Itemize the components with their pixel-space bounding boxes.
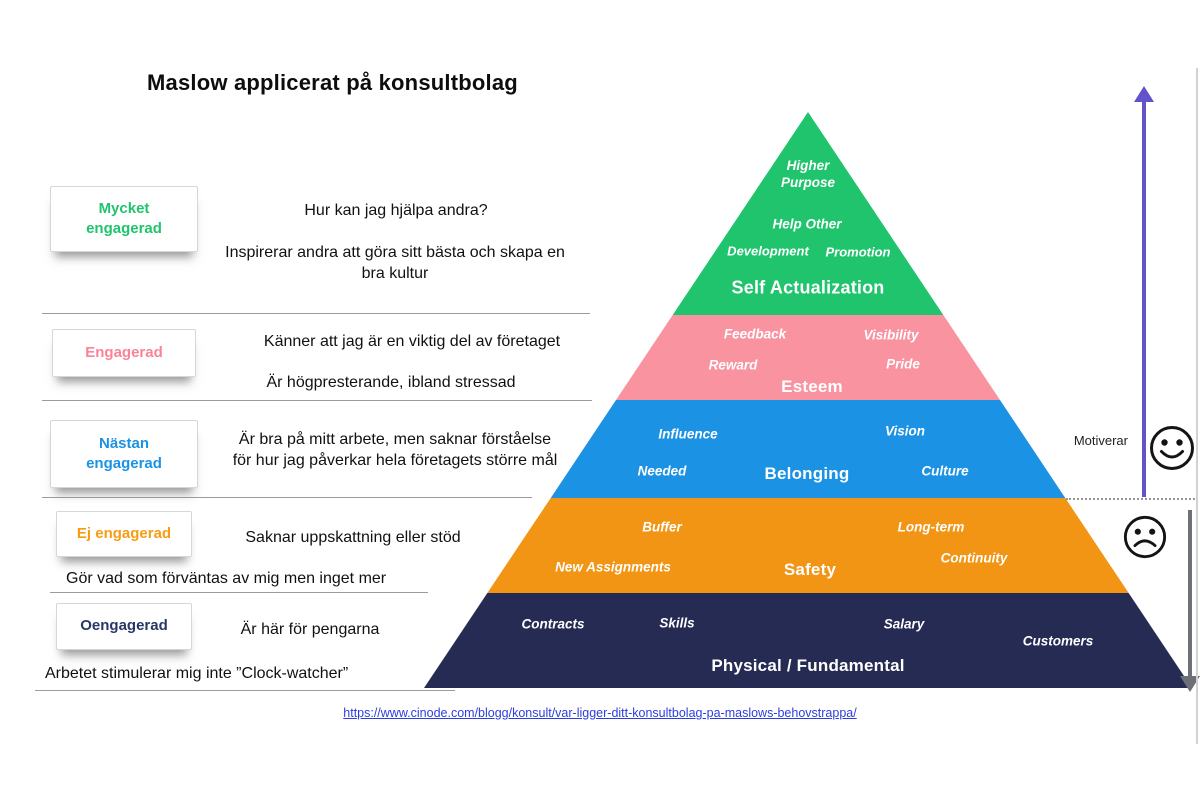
tier-keyword: Influence <box>658 426 718 442</box>
tier-name: Safety <box>783 560 837 579</box>
tier-keyword: Feedback <box>723 326 787 342</box>
tier-keyword: Needed <box>637 463 687 479</box>
engagement-card-nastan-engagerad: Nästan engagerad <box>50 420 198 488</box>
happy-face-icon <box>1148 424 1196 472</box>
down-arrow-icon <box>1180 676 1200 692</box>
pyramid-tier-esteem: Feedback Visibility Reward Pride Esteem <box>616 315 1000 400</box>
tier-keyword: Promotion <box>825 244 891 260</box>
engagement-card-oengagerad: Oengagerad <box>56 603 192 650</box>
motivates-label: Motiverar <box>1073 433 1128 448</box>
page-edge-line <box>1196 68 1198 744</box>
tier-keyword: Development <box>727 243 809 259</box>
tier-keyword: Pride <box>886 356 920 372</box>
tier-keyword: Visibility <box>863 327 919 343</box>
engagement-card-label: Ej engagerad <box>76 524 172 542</box>
tier-keyword: Contracts <box>521 616 585 632</box>
tier-keyword: Help Other <box>772 216 842 232</box>
tier-keyword: Salary <box>883 616 925 632</box>
sad-face-icon <box>1122 514 1168 560</box>
engagement-card-label: Mycket engagerad <box>86 199 162 237</box>
row5-description-1: Är här för pengarna <box>240 621 380 638</box>
demotivation-down-arrow-line <box>1188 510 1192 676</box>
pyramid-tier-physical-fundamental: Contracts Skills Salary Customers Physic… <box>424 593 1192 688</box>
tier-keyword: Culture <box>921 463 969 479</box>
row2-description-2: Är högpresterande, ibland stressad <box>266 374 516 391</box>
up-arrow-icon <box>1134 86 1154 102</box>
tier-keyword: Vision <box>884 423 926 439</box>
row-divider <box>35 690 455 691</box>
row1-description-2: Inspirerar andra att göra sitt bästa och… <box>225 244 565 282</box>
tier-name: Esteem <box>781 377 843 396</box>
row1-description-1: Hur kan jag hjälpa andra? <box>304 202 488 219</box>
row4-description-1: Saknar uppskattning eller stöd <box>245 529 461 546</box>
page-title: Maslow applicerat på konsultbolag <box>147 70 518 95</box>
row3-description-1: Är bra på mitt arbete, men saknar förstå… <box>232 431 558 469</box>
row-divider <box>50 592 428 593</box>
tier-keyword: New Assignments <box>555 559 671 575</box>
row-divider <box>42 313 590 314</box>
pyramid-tier-safety: Buffer Long-term New Assignments Continu… <box>487 498 1129 593</box>
engagement-card-label: Oengagerad <box>80 617 168 635</box>
tier-keyword: Higher Purpose <box>780 158 835 190</box>
tier-keyword: Reward <box>708 357 758 373</box>
tier-name: Physical / Fundamental <box>711 656 905 675</box>
tier-keyword: Customers <box>1022 633 1094 649</box>
tier-name: Belonging <box>764 464 850 483</box>
row4-description-2: Gör vad som förväntas av mig men inget m… <box>66 570 387 587</box>
engagement-card-ej-engagerad: Ej engagerad <box>56 511 192 557</box>
row5-description-2: Arbetet stimulerar mig inte ”Clock-watch… <box>45 665 349 682</box>
row-divider <box>42 400 592 401</box>
source-link-container: https://www.cinode.com/blogg/konsult/var… <box>300 704 900 722</box>
row-divider <box>42 497 532 498</box>
motivation-threshold-dotted-line <box>1066 498 1198 500</box>
tier-name: Self Actualization <box>731 277 885 298</box>
tier-keyword: Long-term <box>897 519 965 535</box>
motivation-up-arrow-line <box>1142 100 1146 497</box>
pyramid-tier-belonging: Influence Vision Needed Culture Belongin… <box>550 400 1066 498</box>
tier-keyword: Skills <box>659 615 695 631</box>
source-link[interactable]: https://www.cinode.com/blogg/konsult/var… <box>343 706 857 720</box>
tier-keyword: Buffer <box>642 519 682 535</box>
engagement-card-label: Nästan engagerad <box>86 434 162 472</box>
engagement-card-mycket-engagerad: Mycket engagerad <box>50 186 198 252</box>
engagement-card-engagerad: Engagerad <box>52 329 196 377</box>
row2-description-1: Känner att jag är en viktig del av föret… <box>263 333 561 350</box>
engagement-card-label: Engagerad <box>85 343 163 361</box>
tier-keyword: Continuity <box>940 550 1008 566</box>
